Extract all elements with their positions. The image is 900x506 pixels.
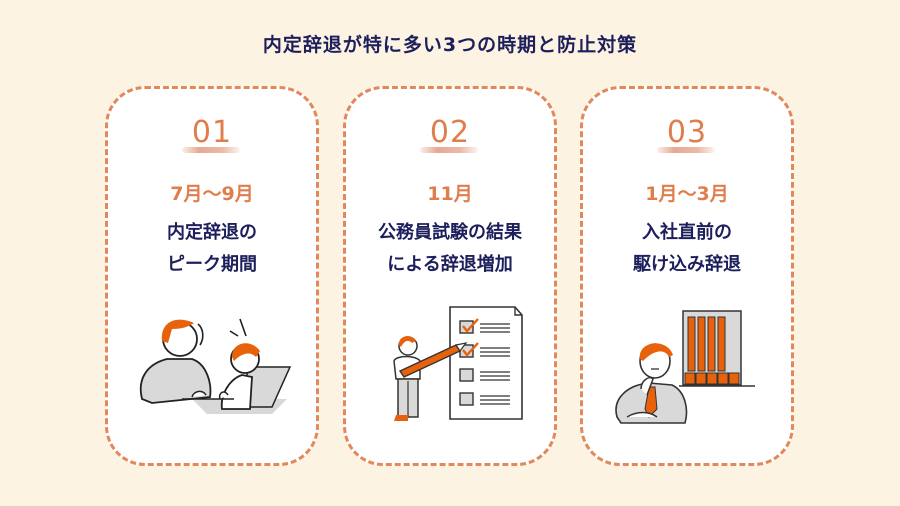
card-description: 公務員試験の結果 による辞退増加 (346, 217, 554, 281)
card-period: 11月 (427, 183, 473, 205)
brush-underline (657, 147, 715, 153)
card-description: 内定辞退の ピーク期間 (108, 217, 316, 281)
page-title: 内定辞退が特に多い3つの時期と防止対策 (262, 34, 638, 56)
card-number: 03 (666, 115, 708, 150)
card-description-line-1: 公務員試験の結果 (378, 222, 522, 243)
two-people-talking-illustration (108, 299, 316, 439)
period-card-3: 03 1月〜3月 入社直前の 駆け込み辞退 (580, 86, 794, 466)
card-number: 01 (191, 115, 233, 150)
card-description-line-1: 内定辞退の (167, 222, 257, 243)
card-number: 02 (429, 115, 471, 150)
card-description: 入社直前の 駆け込み辞退 (583, 217, 791, 281)
card-description-line-2: ピーク期間 (167, 254, 257, 275)
card-description-line-2: 駆け込み辞退 (633, 254, 741, 275)
card-description-line-2: による辞退増加 (387, 254, 513, 275)
checklist-with-pencil-illustration (346, 299, 554, 439)
card-description-line-1: 入社直前の (642, 222, 732, 243)
period-card-1: 01 7月〜9月 内定辞退の ピーク期間 (105, 86, 319, 466)
period-card-2: 02 11月 公務員試験の結果 による辞退増加 (343, 86, 557, 466)
brush-underline (420, 147, 478, 153)
card-period: 1月〜3月 (645, 183, 729, 205)
brush-underline (182, 147, 240, 153)
card-period: 7月〜9月 (170, 183, 254, 205)
thinking-businessman-illustration (583, 299, 791, 439)
